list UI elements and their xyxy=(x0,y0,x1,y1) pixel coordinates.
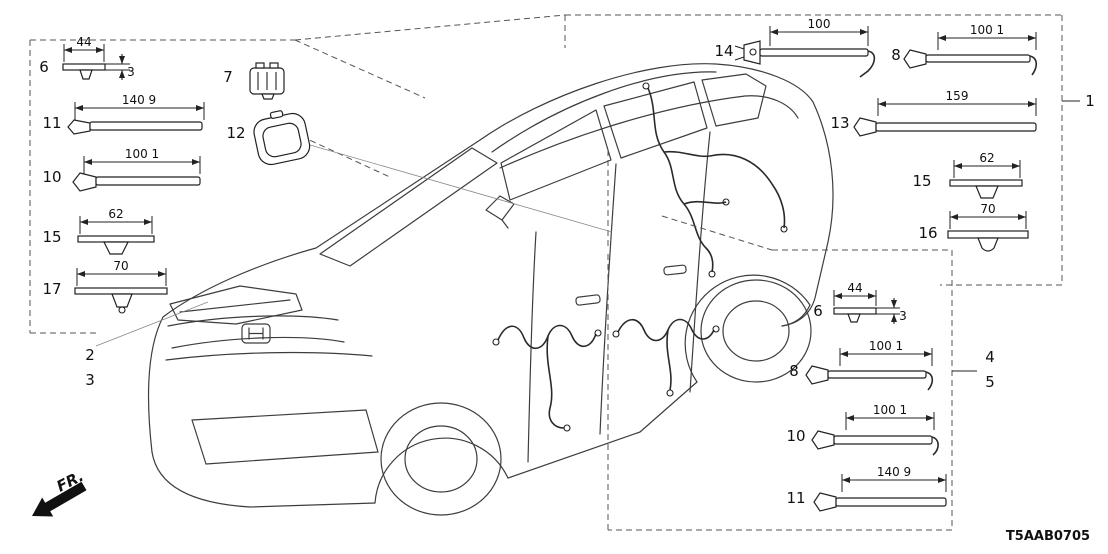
callout-17: 17 70 xyxy=(42,259,168,314)
lower-grille xyxy=(191,409,379,465)
wire-tape xyxy=(759,48,869,57)
clip-icon xyxy=(77,235,155,243)
connector-icon xyxy=(249,62,285,100)
callout-12: 12 xyxy=(226,110,311,166)
dimension-label: 159 xyxy=(946,89,969,103)
item-number: 16 xyxy=(918,224,937,242)
callout-7: 7 xyxy=(223,62,285,100)
clip-icon xyxy=(67,119,91,135)
callout-11-box2: 11 140 9 xyxy=(786,465,947,512)
clip-icon xyxy=(947,230,1029,239)
ref-label-2: 2 xyxy=(85,346,95,364)
front-door-handle xyxy=(575,294,601,306)
clip-icon xyxy=(853,117,877,137)
front-direction-indicator: FR. xyxy=(32,467,87,517)
clip-icon xyxy=(72,172,97,192)
dimension-label: 44 xyxy=(76,35,91,49)
callout-10-box2: 10 100 1 xyxy=(786,403,939,456)
item-number: 11 xyxy=(42,114,61,132)
quarter-glass xyxy=(701,73,767,127)
wire-tape xyxy=(833,435,933,445)
vehicle-illustration xyxy=(147,63,834,516)
clip-icon xyxy=(949,179,1023,187)
item-number: 15 xyxy=(42,228,61,246)
rear-door-glass xyxy=(603,81,708,159)
front-wheel xyxy=(380,402,502,516)
ref-label-5: 5 xyxy=(985,373,995,391)
box2-border xyxy=(607,249,953,531)
windshield xyxy=(319,147,498,267)
item-number: 6 xyxy=(813,302,823,320)
dimension-label: 62 xyxy=(108,207,123,221)
ref-label-4: 4 xyxy=(985,348,995,366)
clip-icon xyxy=(811,430,835,450)
item-number: 10 xyxy=(42,168,61,186)
ref-label-1: 1 xyxy=(1085,92,1095,110)
item-number: 14 xyxy=(714,42,733,60)
ref-label-3: 3 xyxy=(85,371,95,389)
dimension-label: 100 1 xyxy=(125,147,159,161)
callout-6-box2: 6 44 3 xyxy=(813,281,907,324)
clip-icon xyxy=(833,307,877,315)
clip-icon xyxy=(813,492,837,512)
item-number: 10 xyxy=(786,427,805,445)
clip-icon xyxy=(903,49,927,69)
item-number: 8 xyxy=(891,46,901,64)
callout-11-left: 11 140 9 xyxy=(42,93,205,135)
item-number: 13 xyxy=(830,114,849,132)
dimension-label: 140 9 xyxy=(877,465,911,479)
callout-16: 16 70 xyxy=(918,202,1029,252)
rear-door-handle xyxy=(663,264,687,276)
dimension-label: 70 xyxy=(113,259,128,273)
item-number: 17 xyxy=(42,280,61,298)
callout-14: 14 100 xyxy=(714,17,876,78)
wire-tape xyxy=(835,497,947,507)
item-number: 11 xyxy=(786,489,805,507)
front-door-glass xyxy=(500,109,612,201)
wire-tape xyxy=(827,370,927,379)
clip-icon xyxy=(805,365,829,385)
dimension-label: 70 xyxy=(980,202,995,216)
dimension-label-2: 3 xyxy=(127,65,135,79)
wire-tape xyxy=(875,122,1037,132)
dimension-label: 44 xyxy=(847,281,862,295)
callout-15-left: 15 62 xyxy=(42,207,155,255)
callout-8-box1: 8 100 1 xyxy=(891,23,1038,76)
wire-tape xyxy=(925,54,1031,63)
left-group-border xyxy=(29,39,295,334)
plug-icon xyxy=(734,40,761,65)
clip-icon xyxy=(74,287,168,295)
callout-8-box2: 8 100 1 xyxy=(789,339,934,391)
dimension-label: 100 1 xyxy=(970,23,1004,37)
item-number: 12 xyxy=(226,124,245,142)
dimension-label: 100 1 xyxy=(873,403,907,417)
dimension-label: 140 9 xyxy=(122,93,156,107)
grommet-icon xyxy=(253,110,311,166)
box1-border xyxy=(564,14,1063,286)
headlight xyxy=(169,285,303,325)
item-number: 8 xyxy=(789,362,799,380)
item-number: 6 xyxy=(39,58,49,76)
harness-wiring xyxy=(492,82,788,432)
item-number: 7 xyxy=(223,68,233,86)
dimension-label: 100 1 xyxy=(869,339,903,353)
dimension-label-2: 3 xyxy=(899,309,907,323)
leader-lines xyxy=(29,14,1080,531)
wire-tape xyxy=(95,176,201,186)
callout-10-left: 10 100 1 xyxy=(42,147,201,192)
dimension-label: 62 xyxy=(979,151,994,165)
brand-emblem xyxy=(241,323,271,344)
callout-13: 13 159 xyxy=(830,89,1037,137)
diagram-code: T5AAB0705 xyxy=(1006,529,1090,544)
clip-icon xyxy=(62,63,106,71)
fr-arrow-icon xyxy=(32,481,87,517)
callout-15-box1: 15 62 xyxy=(912,151,1023,199)
callout-6-left: 6 44 3 xyxy=(39,35,135,80)
item-number: 15 xyxy=(912,172,931,190)
rear-wheel xyxy=(700,279,812,383)
dimension-label: 100 xyxy=(808,17,831,31)
wire-tape xyxy=(89,121,203,131)
